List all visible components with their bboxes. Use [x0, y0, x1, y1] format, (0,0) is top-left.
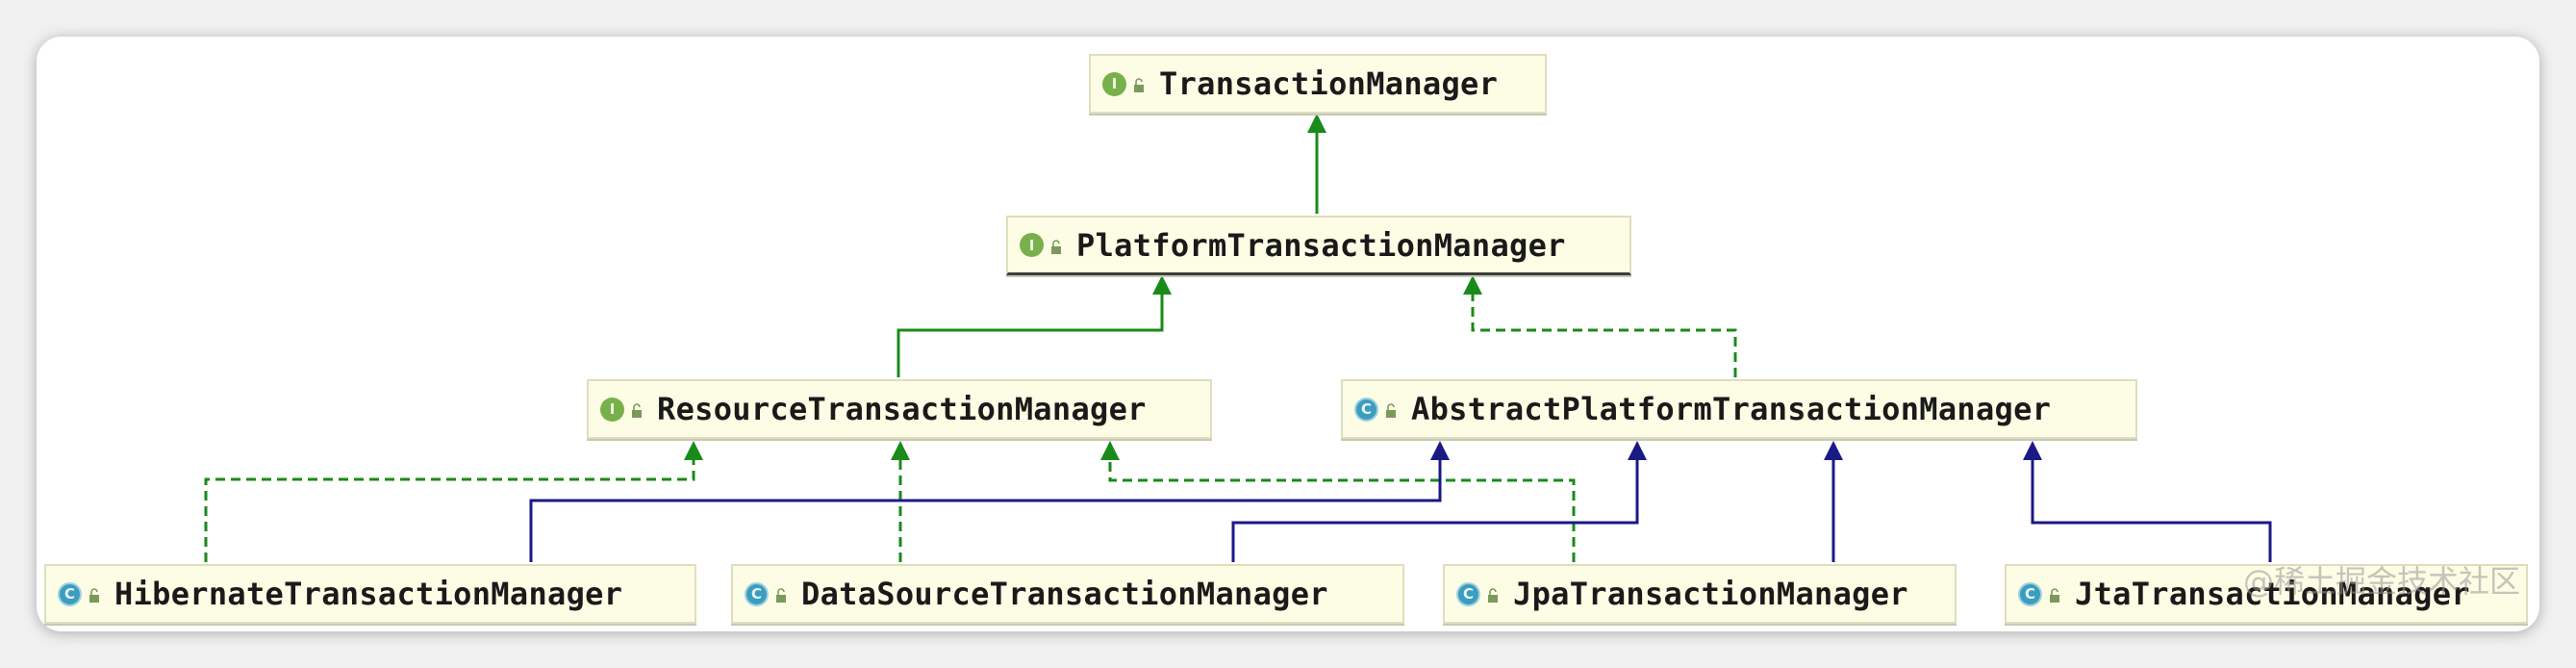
diagram-canvas: I TransactionManager I PlatformTransacti… — [37, 37, 2539, 631]
edge-jta-to-abstract — [2023, 441, 2272, 562]
edge-hibernate-to-abstract — [529, 441, 1450, 562]
public-access-icon — [1486, 584, 1502, 604]
class-icon: C — [58, 581, 82, 606]
node-label: JtaTransactionManager — [2075, 576, 2470, 612]
node-label: JpaTransactionManager — [1513, 576, 1908, 612]
edge-abstract-to-platform — [1463, 275, 1737, 377]
node-transaction-manager[interactable]: I TransactionManager — [1089, 54, 1547, 114]
node-abstract-platform-transaction-manager[interactable]: C AbstractPlatformTransactionManager — [1341, 379, 2137, 439]
interface-icon: I — [600, 397, 624, 422]
class-icon: C — [1456, 581, 1480, 606]
interface-icon: I — [1102, 71, 1126, 96]
class-icon: C — [2018, 581, 2042, 606]
node-label: AbstractPlatformTransactionManager — [1411, 391, 2052, 427]
class-icon: C — [745, 581, 769, 606]
public-access-icon — [2048, 584, 2063, 604]
public-access-icon — [1384, 399, 1400, 419]
edge-datasource-to-resource — [891, 441, 910, 562]
node-hibernate-transaction-manager[interactable]: C HibernateTransactionManager — [44, 564, 696, 624]
edge-jpa-to-abstract — [1824, 441, 1843, 562]
abstract-class-icon: C — [1354, 397, 1378, 422]
node-label: DataSourceTransactionManager — [801, 576, 1328, 612]
node-label: TransactionManager — [1159, 65, 1499, 102]
public-access-icon — [630, 399, 645, 419]
edge-hibernate-to-resource — [204, 441, 703, 562]
watermark: @稀土掘金技术社区 — [2243, 563, 2521, 600]
edge-resource-to-platform — [897, 275, 1172, 377]
node-resource-transaction-manager[interactable]: I ResourceTransactionManager — [587, 379, 1212, 439]
node-label: ResourceTransactionManager — [657, 391, 1147, 427]
node-label: HibernateTransactionManager — [114, 576, 623, 612]
node-jta-transaction-manager[interactable]: C JtaTransactionManager — [2005, 564, 2528, 624]
node-datasource-transaction-manager[interactable]: C DataSourceTransactionManager — [731, 564, 1404, 624]
public-access-icon — [88, 584, 103, 604]
public-access-icon — [1049, 236, 1065, 255]
edge-datasource-to-abstract — [1231, 441, 1647, 562]
edge-jpa-to-resource — [1100, 441, 1576, 562]
edge-platform-to-transaction-manager — [1307, 114, 1326, 214]
inheritance-edges — [204, 114, 2272, 562]
node-jpa-transaction-manager[interactable]: C JpaTransactionManager — [1443, 564, 1957, 624]
node-label: PlatformTransactionManager — [1076, 226, 1566, 264]
public-access-icon — [774, 584, 790, 604]
interface-icon: I — [1020, 233, 1044, 257]
public-access-icon — [1132, 74, 1148, 93]
node-platform-transaction-manager[interactable]: I PlatformTransactionManager — [1006, 216, 1631, 275]
